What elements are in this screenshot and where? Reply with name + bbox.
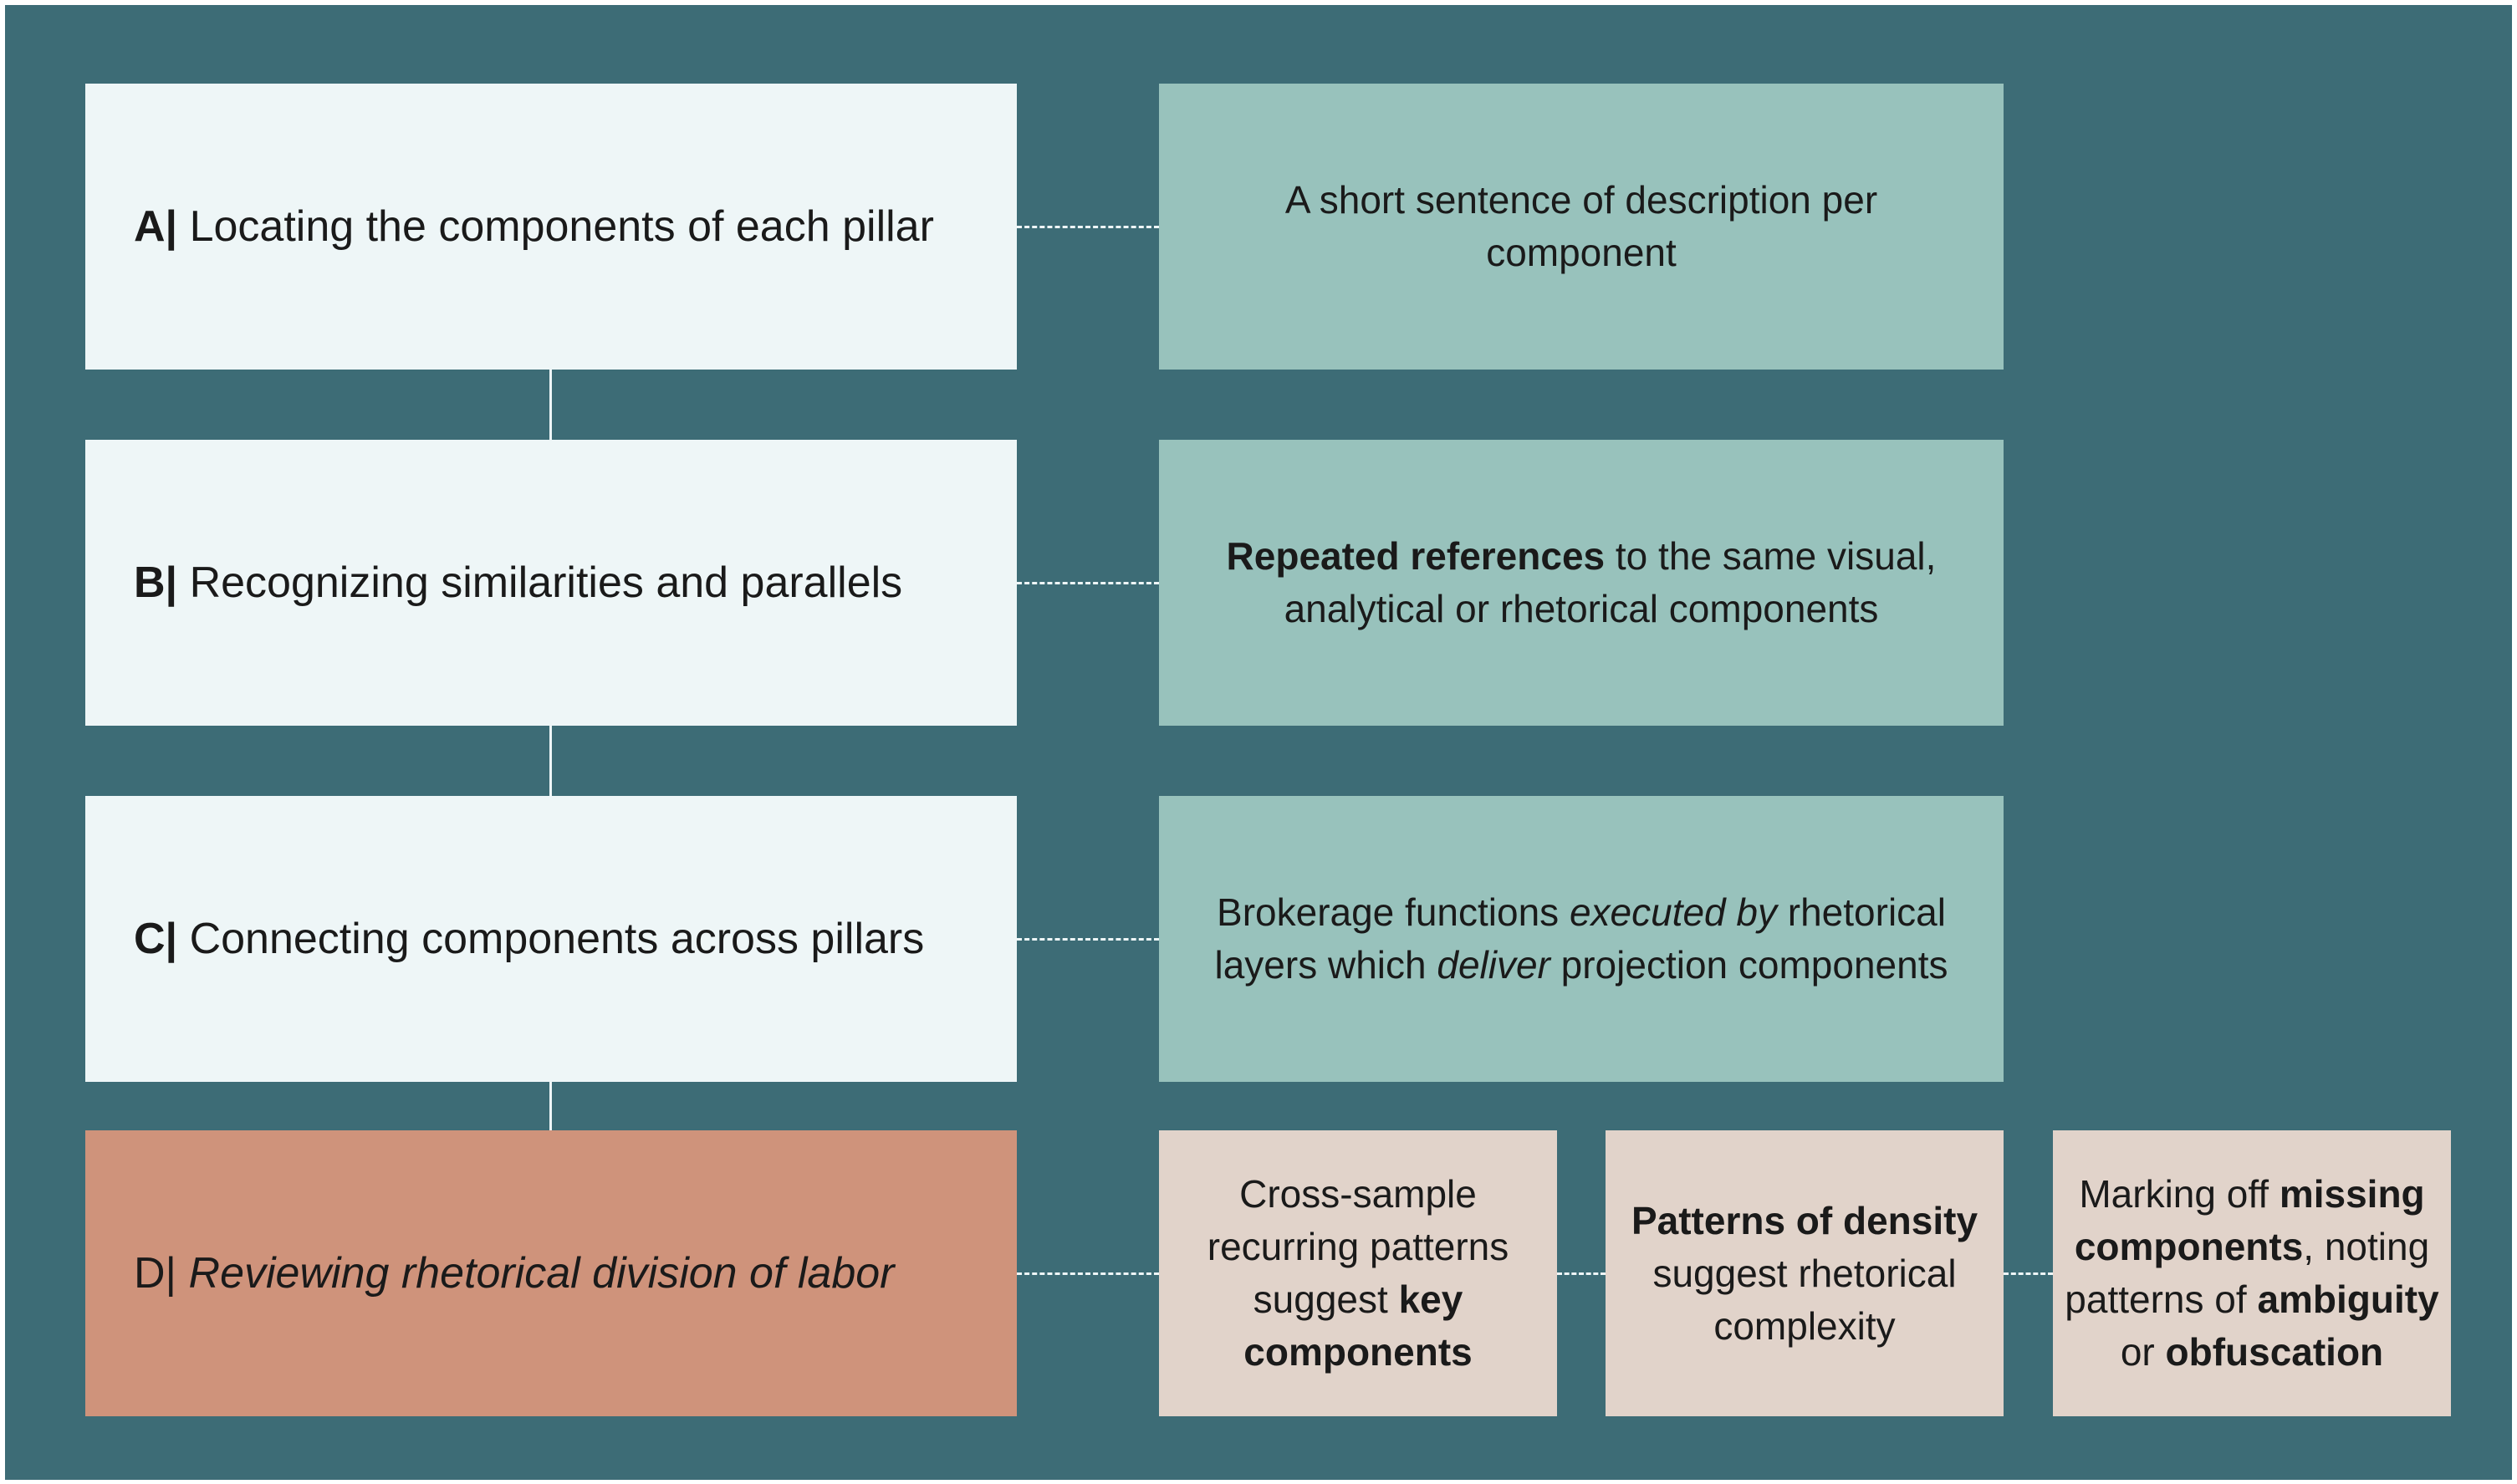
step-label: Connecting components across pillars	[189, 915, 925, 963]
sub-text: Cross-sample recurring patterns suggest	[1207, 1172, 1509, 1321]
description-c: Brokerage functions executed by rhetoric…	[1159, 796, 2004, 1082]
connector-c-d	[549, 1082, 552, 1130]
step-a: A| Locating the components of each pilla…	[85, 84, 1017, 370]
sub-bold: missing components	[2074, 1172, 2425, 1268]
sub-text: Marking off	[2079, 1172, 2280, 1216]
sub-text: suggest rhetorical complexity	[1652, 1251, 1957, 1348]
dash-c	[1017, 938, 1159, 941]
description-text: to the same visual, analytical or rhetor…	[1284, 534, 1937, 630]
dash-d-sub2	[2004, 1272, 2053, 1275]
step-label: Locating the components of each pillar	[189, 202, 934, 251]
description-bold: Repeated references	[1226, 534, 1606, 578]
step-b: B| Recognizing similarities and parallel…	[85, 440, 1017, 726]
sub-box-missing: Marking off missing components, noting p…	[2053, 1130, 2451, 1416]
dash-d-sub1	[1557, 1272, 1606, 1275]
step-c: C| Connecting components across pillars	[85, 796, 1017, 1082]
step-d: D| Reviewing rhetorical division of labo…	[85, 1130, 1017, 1416]
dash-d	[1017, 1272, 1159, 1275]
sub-box-density: Patterns of density suggest rhetorical c…	[1606, 1130, 2004, 1416]
sub-text: , noting patterns of	[2065, 1225, 2430, 1321]
step-letter: B|	[134, 558, 178, 607]
connector-b-c	[549, 726, 552, 796]
step-label: Reviewing rhetorical division of labor	[188, 1249, 895, 1298]
description-text: Brokerage functions	[1217, 890, 1570, 934]
description-text: rhetorical layers which	[1214, 890, 1946, 987]
step-letter: A|	[134, 202, 178, 251]
description-italic: executed by	[1569, 890, 1777, 934]
step-letter: D|	[134, 1249, 177, 1298]
description-text: A short sentence of description per comp…	[1284, 178, 1878, 274]
sub-bold: ambiguity	[2257, 1277, 2439, 1321]
sub-bold: Patterns of density	[1631, 1198, 1978, 1242]
dash-a	[1017, 226, 1159, 228]
step-label: Recognizing similarities and parallels	[189, 558, 903, 607]
dash-b	[1017, 582, 1159, 584]
sub-text: or	[2120, 1330, 2166, 1374]
step-letter: C|	[134, 915, 178, 963]
description-italic: deliver	[1437, 943, 1550, 987]
sub-bold: obfuscation	[2165, 1330, 2384, 1374]
description-a: A short sentence of description per comp…	[1159, 84, 2004, 370]
description-b: Repeated references to the same visual, …	[1159, 440, 2004, 726]
description-text: projection components	[1550, 943, 1948, 987]
sub-bold: key components	[1243, 1277, 1473, 1374]
connector-a-b	[549, 370, 552, 440]
sub-box-key-components: Cross-sample recurring patterns suggest …	[1159, 1130, 1557, 1416]
